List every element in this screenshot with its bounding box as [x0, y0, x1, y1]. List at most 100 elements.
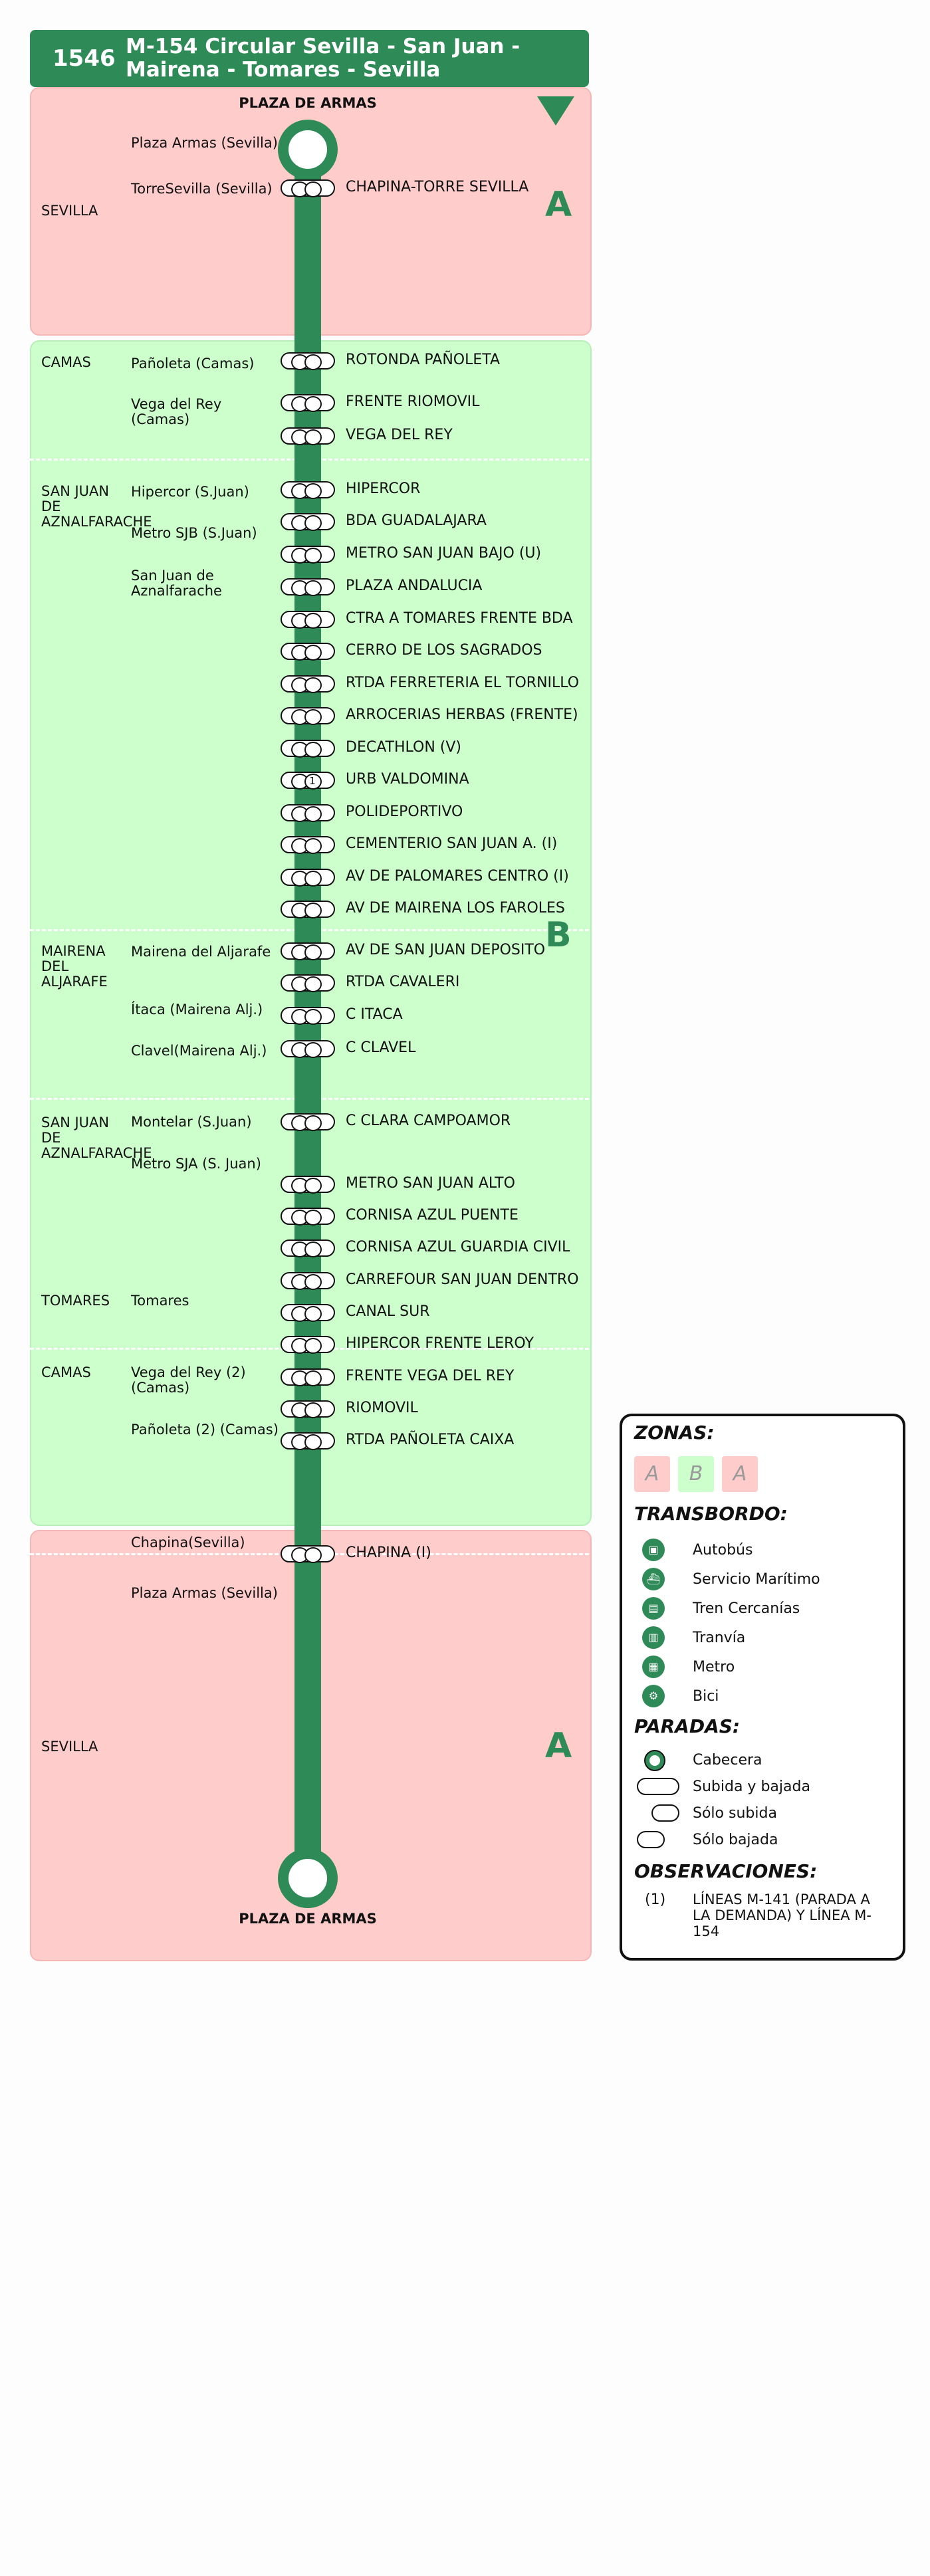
stop-marker: [281, 974, 335, 992]
stop-marker: [281, 1336, 335, 1354]
stop-marker: [281, 804, 335, 822]
stop-marker: [281, 481, 335, 499]
zone-label-b: B: [545, 915, 572, 955]
zone-label-a-top: A: [545, 185, 572, 225]
metro-icon: ▦: [642, 1656, 665, 1678]
route-title-line2: Mairena - Tomares - Sevilla: [126, 58, 441, 82]
stop-name: ARROCERIAS HERBAS (FRENTE): [346, 706, 578, 723]
stop-note-number: 1: [309, 775, 316, 787]
stop-marker: [281, 1208, 335, 1226]
stop-name: C CLAVEL: [346, 1039, 416, 1056]
stop-marker: [281, 578, 335, 596]
legend-transbordo-item: Bici: [693, 1688, 719, 1705]
terminus-bottom: [278, 1848, 338, 1908]
municipality-label: SEVILLA: [41, 1739, 98, 1755]
stop-name: PLAZA ANDALUCIA: [346, 578, 483, 594]
stop-marker: [281, 1304, 335, 1322]
legend-observaciones-title: OBSERVACIONES:: [634, 1860, 818, 1882]
stop-marker: [281, 836, 335, 854]
legend-transbordo-title: TRANSBORDO:: [634, 1503, 788, 1525]
stop-name: DECATHLON (V): [346, 739, 461, 756]
legend-transbordo-item: Tranvía: [693, 1630, 746, 1646]
stop-name: URB VALDOMINA: [346, 771, 469, 788]
stop-name: CTRA A TOMARES FRENTE BDA: [346, 610, 573, 627]
locality-label: San Juan de Aznalfarache: [131, 568, 222, 599]
stop-name: AV DE PALOMARES CENTRO (I): [346, 868, 569, 885]
stop-marker: [281, 901, 335, 918]
stop-marker: [281, 1239, 335, 1257]
bike-icon: ⚙: [642, 1685, 665, 1707]
legend-zonas-title: ZONAS:: [634, 1422, 715, 1444]
legend-transbordo-item: Autobús: [693, 1542, 753, 1558]
legend-parada-item: Sólo subida: [693, 1805, 777, 1822]
locality-label: Vega del Rey (Camas): [131, 396, 222, 427]
locality-label: Montelar (S.Juan): [131, 1114, 252, 1130]
legend-parada-item: Cabecera: [693, 1752, 762, 1769]
stop-marker: [281, 1368, 335, 1386]
locality-label: Metro SJA (S. Juan): [131, 1156, 261, 1172]
legend-parada-item: Subida y bajada: [693, 1778, 810, 1795]
stop-name: POLIDEPORTIVO: [346, 804, 463, 820]
observation-number: (1): [645, 1891, 666, 1908]
terminus-bottom-label: PLAZA DE ARMAS: [239, 1911, 377, 1927]
legend: ZONAS: A B A TRANSBORDO: ▣ Autobús ⛴ Ser…: [620, 1414, 905, 1961]
municipality-label: CAMAS: [41, 1364, 91, 1380]
stop-name: CARREFOUR SAN JUAN DENTRO: [346, 1271, 579, 1288]
locality-label: Pañoleta (2) (Camas): [131, 1422, 279, 1438]
stop-marker: [281, 869, 335, 887]
stop-marker: [281, 1432, 335, 1450]
terminus-top-label: PLAZA DE ARMAS: [239, 95, 377, 111]
locality-label: Vega del Rey (2) (Camas): [131, 1364, 246, 1396]
locality-label: Clavel(Mairena Alj.): [131, 1043, 267, 1059]
municipality-label: MAIRENA DEL ALJARAFE: [41, 943, 108, 990]
stop-name: BDA GUADALAJARA: [346, 512, 487, 529]
locality-label: Plaza Armas (Sevilla): [131, 135, 278, 151]
municipality-label: CAMAS: [41, 354, 91, 370]
stop-name: C ITACA: [346, 1006, 403, 1023]
stop-marker: [281, 1040, 335, 1058]
stop-marker: [281, 1272, 335, 1290]
stop-name: HIPERCOR: [346, 481, 421, 497]
locality-label: Hipercor (S.Juan): [131, 484, 249, 500]
stop-name: HIPERCOR FRENTE LEROY: [346, 1335, 534, 1352]
observation-text: LÍNEAS M-141 (PARADA A LA DEMANDA) Y LÍN…: [693, 1891, 872, 1939]
stop-marker: [281, 675, 335, 693]
stop-marker: [281, 1176, 335, 1194]
locality-label: Plaza Armas (Sevilla): [131, 1585, 278, 1601]
stop-name: ROTONDA PAÑOLETA: [346, 352, 501, 368]
stop-name: METRO SAN JUAN BAJO (U): [346, 545, 542, 562]
ship-icon: ⛴: [642, 1568, 665, 1590]
stop-name: CHAPINA-TORRE SEVILLA: [346, 179, 529, 195]
stop-name: C CLARA CAMPOAMOR: [346, 1113, 511, 1129]
stop-name: CORNISA AZUL PUENTE: [346, 1207, 519, 1224]
stop-marker: [281, 740, 335, 758]
stop-name: RTDA FERRETERIA EL TORNILLO: [346, 675, 580, 691]
stop-name: FRENTE RIOMOVIL: [346, 393, 480, 410]
stop-name: RTDA CAVALERI: [346, 974, 460, 990]
stop-marker: [281, 1545, 335, 1563]
stop-marker: [281, 942, 335, 960]
municipality-label: TOMARES: [41, 1293, 110, 1309]
stop-marker: [281, 1007, 335, 1025]
bus-icon: ▣: [642, 1539, 665, 1561]
stop-marker: [281, 179, 335, 197]
stop-name: METRO SAN JUAN ALTO: [346, 1175, 515, 1192]
terminus-top: [278, 120, 338, 179]
direction-arrow-icon: [537, 96, 574, 126]
stop-name: RIOMOVIL: [346, 1400, 418, 1416]
route-title-line1: M-154 Circular Sevilla - San Juan -: [126, 35, 521, 58]
locality-label: Tomares: [131, 1293, 189, 1309]
stop-name: AV DE SAN JUAN DEPOSITO: [346, 942, 546, 958]
stop-name: FRENTE VEGA DEL REY: [346, 1368, 515, 1384]
stop-name: AV DE MAIRENA LOS FAROLES: [346, 900, 565, 916]
stop-marker: 1: [281, 772, 335, 790]
subida-bajada-symbol: [637, 1778, 679, 1795]
locality-label: Metro SJB (S.Juan): [131, 525, 257, 541]
stop-name: CORNISA AZUL GUARDIA CIVIL: [346, 1239, 570, 1255]
stop-name: CANAL SUR: [346, 1303, 430, 1320]
locality-label: Chapina(Sevilla): [131, 1535, 245, 1551]
stop-marker: [281, 1400, 335, 1418]
stop-marker: [281, 394, 335, 412]
stop-name: CEMENTERIO SAN JUAN A. (I): [346, 835, 558, 852]
stop-marker: [281, 427, 335, 445]
